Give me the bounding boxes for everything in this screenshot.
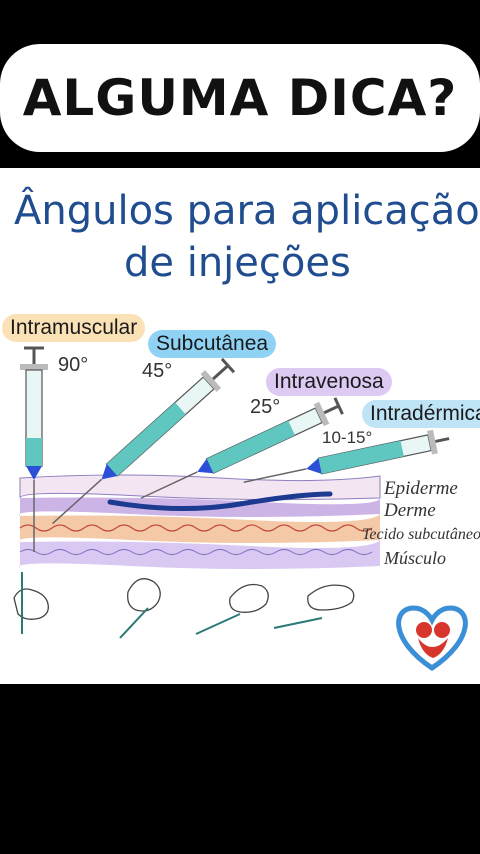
vein bbox=[107, 491, 333, 512]
diagram-title-line2: de injeções bbox=[124, 240, 351, 286]
syringe-subcutanea-icon bbox=[52, 357, 236, 525]
hand-intramuscular-icon bbox=[13, 572, 49, 634]
skin-layers bbox=[19, 474, 381, 569]
hand-subcutanea-icon bbox=[119, 578, 161, 639]
layer-fat-wave bbox=[19, 524, 373, 532]
syringe-intradermica-icon bbox=[243, 429, 450, 483]
injection-angles-diagram: Ângulos para aplicação de injeções Intra… bbox=[0, 168, 480, 684]
angle-intradermica: 10-15° bbox=[322, 428, 373, 447]
hand-intradermica-icon bbox=[273, 584, 355, 629]
layer-label-epiderme: Epiderme bbox=[384, 478, 458, 499]
angle-intravenosa: 25° bbox=[250, 396, 281, 418]
diagram-illustration bbox=[13, 346, 468, 672]
syringe-intramuscular-icon bbox=[20, 346, 48, 552]
syringe-intravenosa-icon bbox=[140, 397, 344, 499]
diagram-title-line1: Ângulos para aplicação bbox=[14, 188, 480, 234]
layer-label-subcutaneo: Tecido subcutâneo bbox=[362, 526, 480, 543]
layer-muscle-wave bbox=[19, 549, 373, 555]
label-intradermica: Intradérmica bbox=[362, 400, 480, 428]
layer-musculo-band bbox=[19, 540, 380, 569]
layer-subcutaneo-band bbox=[19, 514, 380, 543]
label-intravenosa: Intravenosa bbox=[266, 368, 392, 396]
layer-label-musculo: Músculo bbox=[384, 548, 446, 568]
banner-text: ALGUMA DICA? bbox=[22, 69, 458, 127]
layer-label-derme: Derme bbox=[384, 500, 436, 521]
heart-logo-icon bbox=[396, 605, 468, 672]
angle-intramuscular: 90° bbox=[58, 354, 89, 376]
label-subcutanea: Subcutânea bbox=[148, 330, 277, 358]
label-intramuscular: Intramuscular bbox=[2, 314, 146, 342]
angle-subcutanea: 45° bbox=[142, 360, 173, 382]
hand-intravenosa-icon bbox=[195, 583, 269, 635]
header-banner: ALGUMA DICA? bbox=[0, 44, 480, 152]
